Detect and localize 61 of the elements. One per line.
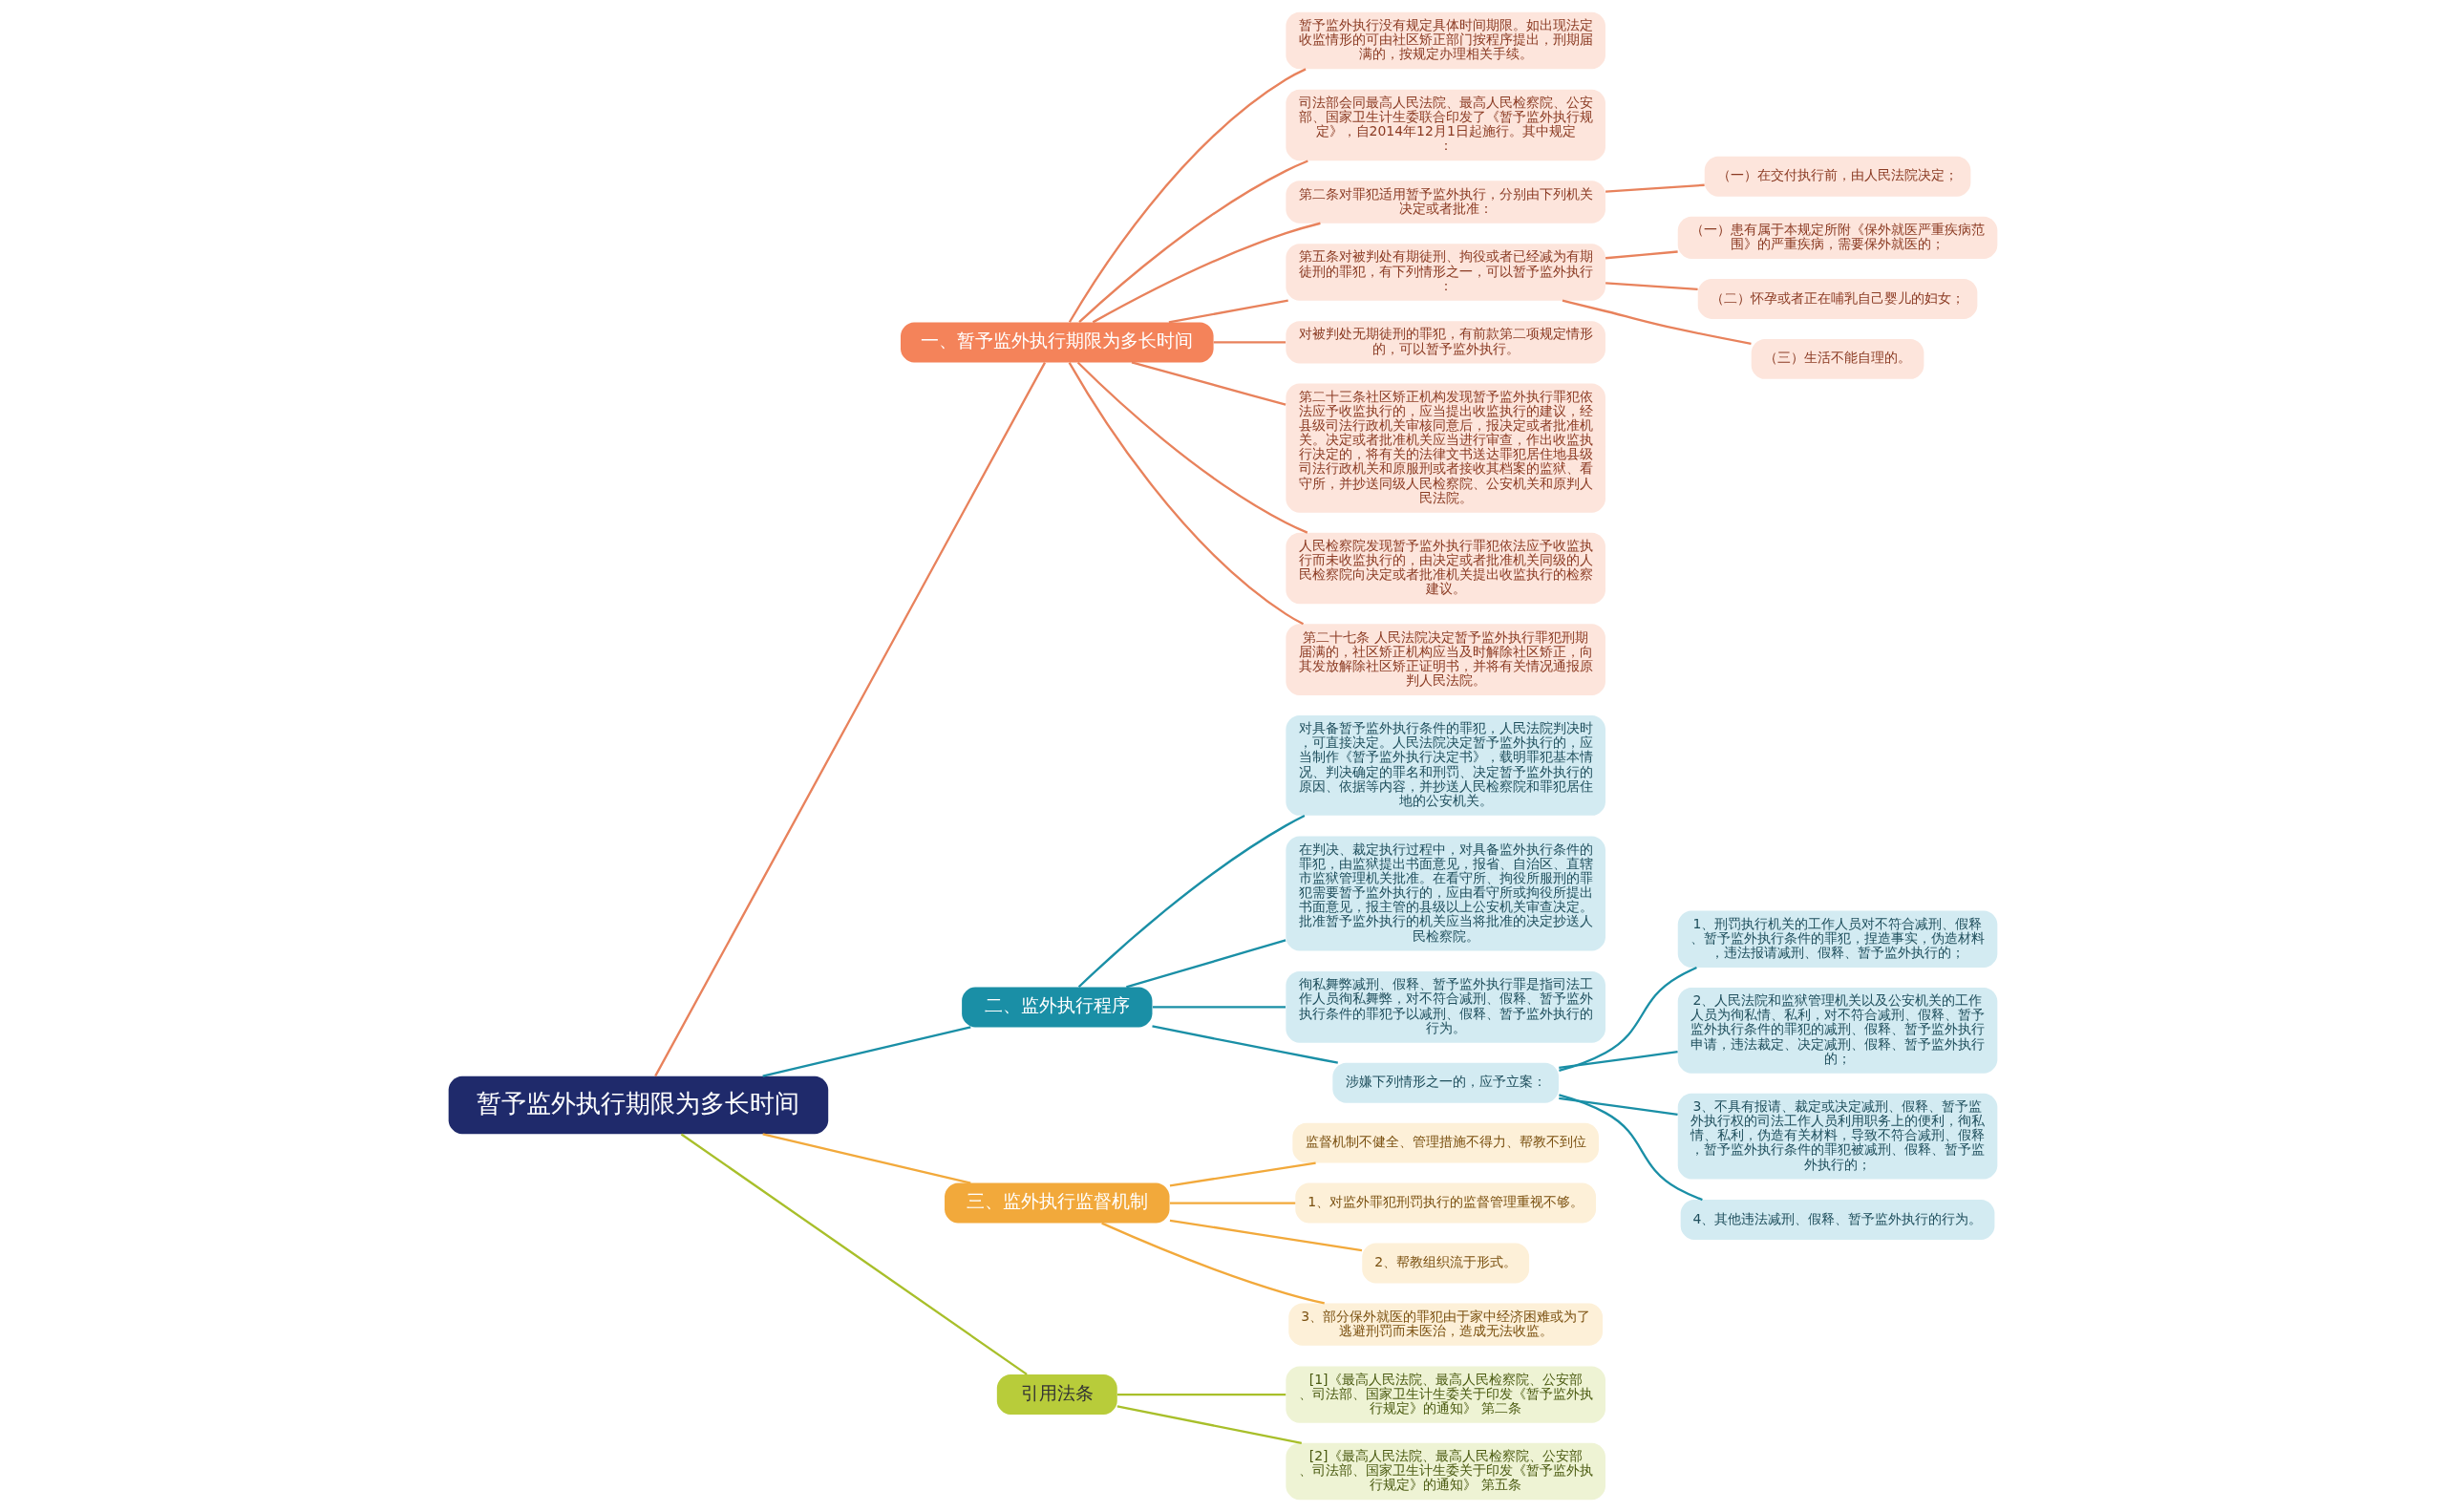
node-box: 第二条对罪犯适用暂予监外执行，分别由下列机关决定或者批准：: [1285, 181, 1605, 224]
connector: [1562, 299, 1752, 345]
connector: [1169, 1161, 1316, 1187]
node-box: 引用法条: [996, 1374, 1117, 1416]
connector: [1131, 361, 1286, 406]
connector: [1116, 1393, 1286, 1396]
node-box: 3、部分保外就医的罪犯由于家中经济困难或为了逃避刑罚而未医治，造成无法收监。: [1287, 1303, 1603, 1346]
connector: [1125, 939, 1286, 989]
node-box: 4、其他违法减刑、假释、暂予监外执行的行为。: [1680, 1200, 1994, 1241]
node-box: 2、人民法院和监狱管理机关以及公安机关的工作人员为徇私情、私利，对不符合减刑、假释、暂予监外执行条件的罪犯的减刑、假释、暂予监外执行申请，违法裁定、决定减刑、假释、暂予监外执行的；: [1677, 988, 1997, 1074]
node-box: 对被判处无期徒刑的罪犯，有前款第二项规定情形的，可以暂予监外执行。: [1285, 321, 1605, 364]
connector: [1077, 814, 1305, 989]
connector: [680, 1133, 1028, 1375]
connector: [1605, 183, 1705, 193]
connector: [1169, 1202, 1295, 1204]
connector: [1151, 1025, 1338, 1064]
node-box: 二、监外执行程序: [961, 987, 1152, 1028]
node-box: 1、刑罚执行机关的工作人员对不符合减刑、假释、暂予监外执行条件的罪犯，捏造事实，伪造材料，违法报请减刑、假释、暂予监外执行的；: [1677, 910, 1997, 968]
connector: [1605, 282, 1698, 291]
connector: [1605, 250, 1678, 260]
node-box: 监督机制不健全、管理措施不得力、帮教不到位: [1291, 1122, 1599, 1163]
connector: [1068, 68, 1307, 323]
node-box: 涉嫌下列情形之一的，应予立案：: [1331, 1062, 1559, 1103]
connector: [1152, 1006, 1286, 1009]
node-box: 第五条对被判处有期徒刑、拘役或者已经减为有期徒刑的罪犯，有下列情形之一，可以暂予监外执行：: [1285, 244, 1605, 301]
connector: [1116, 1405, 1302, 1444]
node-box: 第二十七条 人民法院决定暂予监外执行罪犯刑期届满的，社区矫正机构应当及时解除社区矫正，向其发放解除社区矫正证明书，并将有关情况通报原判人民法院。: [1285, 624, 1605, 695]
node-box: （一）在交付执行前，由人民法院决定；: [1704, 156, 1970, 197]
connector: [1213, 341, 1286, 344]
node-box: 徇私舞弊减刑、假释、暂予监外执行罪是指司法工作人员徇私舞弊，对不符合减刑、假释、暂予监外执行条件的罪犯予以减刑、假释、暂予监外执行的行为。: [1285, 971, 1605, 1043]
connector: [1092, 222, 1321, 324]
node-box: 一、暂予监外执行期限为多长时间: [900, 322, 1214, 363]
connector: [761, 1133, 971, 1184]
node-box: 对具备暂予监外执行条件的罪犯，人民法院判决时，可直接决定。人民法院决定暂予监外执行的，应当制作《暂予监外执行决定书》，载明罪犯基本情况、判决确定的罪名和刑罚、决定暂予监外执行的原因、依据等内容，并抄送人民检察院和罪犯居住地的公安机关。: [1285, 714, 1605, 816]
connector: [1169, 1219, 1362, 1252]
node-box: 司法部会同最高人民法院、最高人民检察院、公安部、国家卫生计生委联合印发了《暂予监外执行规定》，自2014年12月1日起施行。其中规定：: [1285, 89, 1605, 161]
node-box: 在判决、裁定执行过程中，对具备监外执行条件的罪犯，由监狱提出书面意见，报省、自治区、直辖市监狱管理机关批准。在看守所、拘役所服刑的罪犯需要暂予监外执行的，应由看守所或拘役所提出书面意见，报主管的县级以上公安机关审查决定。批准暂予监外执行的机关应当将批准的决定抄送人民检察院。: [1285, 836, 1605, 951]
node-box: 暂予监外执行没有规定具体时间期限。如出现法定收监情形的可由社区矫正部门按程序提出，刑期届满的，按规定办理相关手续。: [1285, 11, 1605, 70]
node-box: 暂予监外执行期限为多长时间: [448, 1075, 828, 1135]
node-box: （三）生活不能自理的。: [1751, 338, 1924, 379]
connector: [1077, 160, 1308, 324]
connector: [1558, 1051, 1678, 1070]
connector: [1076, 361, 1308, 534]
node-box: （二）怀孕或者正在哺乳自己婴儿的妇女；: [1697, 278, 1977, 319]
node-box: 2、帮教组织流于形式。: [1361, 1243, 1529, 1284]
connector: [653, 362, 1046, 1077]
node-box: [1]《最高人民法院、最高人民检察院、公安部、司法部、国家卫生计生委关于印发《暂予监外执行规定》的通知》 第二条: [1285, 1366, 1605, 1423]
connector: [1558, 1097, 1678, 1116]
connector: [1100, 1222, 1325, 1305]
node-box: 人民检察院发现暂予监外执行罪犯依法应予收监执行而未收监执行的，由决定或者批准机关同级的人民检察院向决定或者批准机关提出收监执行的检察建议。: [1285, 532, 1605, 605]
node-box: 第二十三条社区矫正机构发现暂予监外执行罪犯依法应予收监执行的，应当提出收监执行的建议，经县级司法行政机关审核同意后，报决定或者批准机关。决定或者批准机关应当进行审查，作出收监执行决定的，将有关的法律文书送达罪犯居住地县级司法行政机关和原服刑或者接收其档案的监狱、看守所，并抄送同级人民检察院、公安机关和原判人民法院。: [1285, 383, 1605, 513]
connector: [1558, 966, 1697, 1072]
connector: [1168, 299, 1288, 324]
node-box: 1、对监外罪犯刑罚执行的监督管理重视不够。: [1294, 1182, 1596, 1224]
connector: [1068, 362, 1304, 626]
node-box: [2]《最高人民法院、最高人民检察院、公安部、司法部、国家卫生计生委关于印发《暂予监外执行规定》的通知》 第五条: [1285, 1442, 1605, 1501]
node-box: （一）患有属于本规定所附《保外就医严重疾病范围》的严重疾病，需要保外就医的；: [1677, 216, 1997, 259]
connector: [1558, 1094, 1703, 1202]
node-box: 3、不具有报请、裁定或决定减刑、假释、暂予监外执行权的司法工作人员利用职务上的便利，徇私情、私利，伪造有关材料，导致不符合减刑、假释，暂予监外执行条件的罪犯被减刑、假释、暂予监外执行的；: [1677, 1093, 1997, 1180]
node-box: 三、监外执行监督机制: [944, 1182, 1170, 1224]
connector: [761, 1026, 971, 1077]
